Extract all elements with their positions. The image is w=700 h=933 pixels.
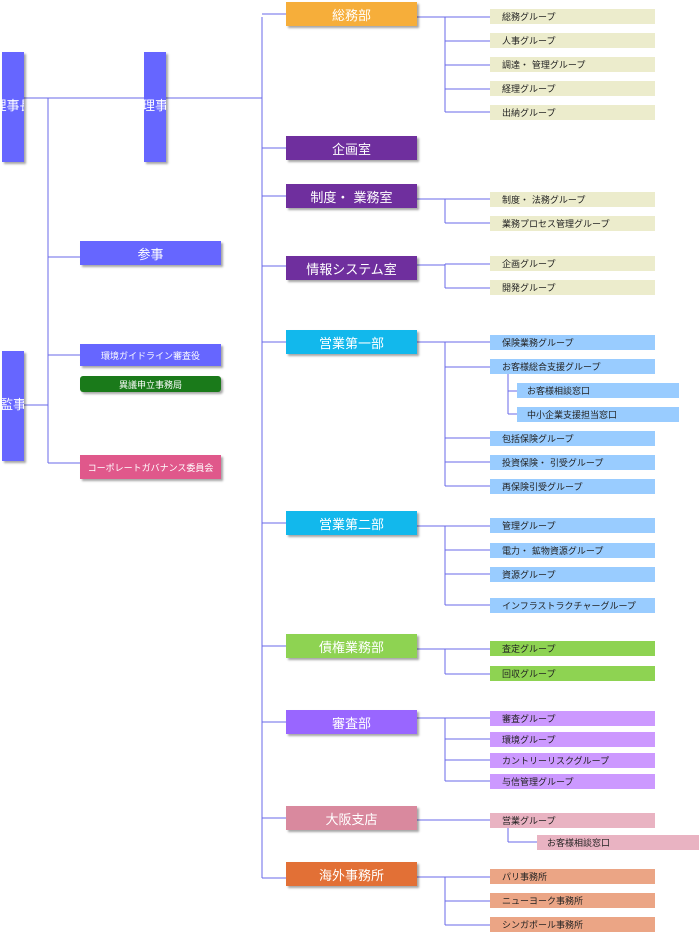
group-box: 査定グループ <box>490 641 655 656</box>
group-box: 回収グループ <box>490 666 655 681</box>
dept-seido: 制度・ 業務室 <box>286 184 417 208</box>
chairman-label: 理事長 <box>2 99 24 114</box>
director-box: 理事 <box>144 52 166 162</box>
group-label: 中小企業支援担当窓口 <box>527 411 618 421</box>
dept-shinsa: 審査部 <box>286 710 417 734</box>
dept-label: 情報システム室 <box>306 262 397 278</box>
group-box: 資源グループ <box>490 567 655 582</box>
group-box: 調達・ 管理グループ <box>490 57 655 72</box>
group-box: 人事グループ <box>490 33 655 48</box>
group-label: 制度・ 法務グループ <box>502 196 586 206</box>
group-label: お客様相談窓口 <box>547 839 611 849</box>
dept-somu: 総務部 <box>286 2 417 26</box>
sub-group-box: 中小企業支援担当窓口 <box>517 407 679 422</box>
auditor-box: 監事 <box>2 351 24 461</box>
group-box: 管理グループ <box>490 518 655 533</box>
group-box: 電力・ 鉱物資源グループ <box>490 543 655 558</box>
dept-label: 審査部 <box>331 716 371 732</box>
dept-label: 企画室 <box>331 142 371 158</box>
group-box: 出納グループ <box>490 105 655 120</box>
group-label: 調達・ 管理グループ <box>502 61 586 71</box>
governance-committee-box: コーポレートガバナンス委員会 <box>80 455 221 479</box>
group-box: パリ事務所 <box>490 869 655 884</box>
dept-label: 制度・ 業務室 <box>310 190 393 206</box>
director-label: 理事 <box>144 99 166 114</box>
group-label: 開発グループ <box>502 284 556 294</box>
group-label: 包括保険グループ <box>502 435 574 445</box>
group-label: インフラストラクチャーグループ <box>502 602 636 612</box>
group-label: 業務プロセス管理グループ <box>502 220 610 230</box>
dept-kaigai: 海外事務所 <box>286 862 417 886</box>
group-label: 管理グループ <box>502 522 556 532</box>
env-guideline-box: 環境ガイドライン審査役 <box>80 344 221 366</box>
group-box: 制度・ 法務グループ <box>490 192 655 207</box>
dept-label: 営業第二部 <box>318 517 384 533</box>
objection-office-box: 異議申立事務局 <box>80 376 221 392</box>
group-label: 総務グループ <box>502 13 556 23</box>
sub-group-box: お客様相談窓口 <box>517 383 679 398</box>
group-label: 再保険引受グループ <box>502 483 583 493</box>
auditor-label: 監事 <box>2 398 24 413</box>
group-label: 投資保険・ 引受グループ <box>502 459 604 469</box>
group-label: お客様相談窓口 <box>527 387 591 397</box>
chairman-box: 理事長 <box>2 52 24 162</box>
dept-label: 海外事務所 <box>318 868 384 884</box>
group-box: 営業グループ <box>490 813 655 828</box>
group-box: 審査グループ <box>490 711 655 726</box>
group-label: 与信管理グループ <box>502 778 574 788</box>
group-box: 経理グループ <box>490 81 655 96</box>
group-box: 総務グループ <box>490 9 655 24</box>
group-box: 再保険引受グループ <box>490 479 655 494</box>
group-box: 企画グループ <box>490 256 655 271</box>
dept-eigyo1: 営業第一部 <box>286 330 417 354</box>
dept-label: 総務部 <box>331 8 371 24</box>
dept-label: 大阪支店 <box>325 812 378 828</box>
group-box: 環境グループ <box>490 732 655 747</box>
group-label: 経理グループ <box>502 85 556 95</box>
group-label: 資源グループ <box>502 571 556 581</box>
dept-label: 営業第一部 <box>318 336 384 352</box>
group-label: 企画グループ <box>502 260 556 270</box>
group-label: 出納グループ <box>502 109 556 119</box>
group-box: 包括保険グループ <box>490 431 655 446</box>
dept-kikaku: 企画室 <box>286 136 417 160</box>
group-box: 業務プロセス管理グループ <box>490 216 655 231</box>
dept-label: 債権業務部 <box>318 640 384 656</box>
group-box: お客様総合支援グループ <box>490 359 655 374</box>
group-box: シンガポール事務所 <box>490 917 655 932</box>
objection-office-label: 異議申立事務局 <box>118 380 182 391</box>
group-label: シンガポール事務所 <box>502 921 584 931</box>
dept-osaka: 大阪支店 <box>286 806 417 830</box>
group-box: 与信管理グループ <box>490 774 655 789</box>
group-box: 投資保険・ 引受グループ <box>490 455 655 470</box>
sub-group-box: お客様相談窓口 <box>537 835 699 850</box>
dept-eigyo2: 営業第二部 <box>286 511 417 535</box>
group-label: お客様総合支援グループ <box>502 363 601 373</box>
group-label: カントリーリスクグループ <box>502 757 610 767</box>
group-box: インフラストラクチャーグループ <box>490 598 655 613</box>
group-label: 審査グループ <box>502 715 556 725</box>
group-label: 査定グループ <box>502 645 556 655</box>
group-label: 回収グループ <box>502 670 556 680</box>
group-box: 開発グループ <box>490 280 655 295</box>
group-label: ニューヨーク事務所 <box>502 897 584 907</box>
dept-saiken: 債権業務部 <box>286 634 417 658</box>
sanji-label: 参事 <box>137 247 164 263</box>
sanji-box: 参事 <box>80 241 221 265</box>
group-label: 保険業務グループ <box>502 339 574 349</box>
governance-committee-label: コーポレートガバナンス委員会 <box>87 463 214 474</box>
group-box: ニューヨーク事務所 <box>490 893 655 908</box>
group-label: 電力・ 鉱物資源グループ <box>502 547 604 557</box>
group-label: 営業グループ <box>502 817 556 827</box>
group-label: 人事グループ <box>502 37 556 47</box>
group-label: 環境グループ <box>502 736 556 746</box>
dept-joho: 情報システム室 <box>286 256 417 280</box>
group-box: 保険業務グループ <box>490 335 655 350</box>
group-label: パリ事務所 <box>502 873 548 883</box>
env-guideline-label: 環境ガイドライン審査役 <box>100 351 200 362</box>
group-box: カントリーリスクグループ <box>490 753 655 768</box>
